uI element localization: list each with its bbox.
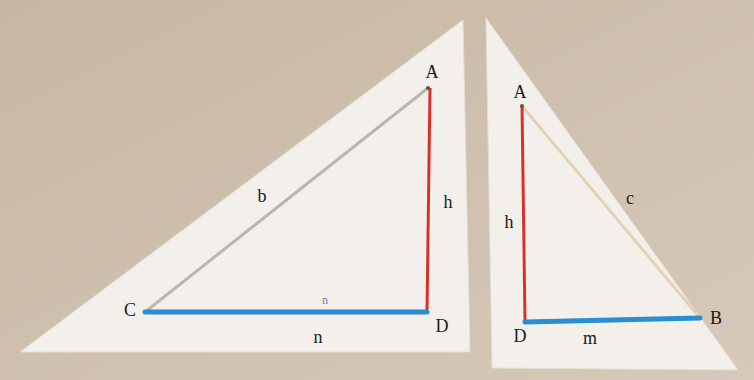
segment-n bbox=[145, 310, 427, 315]
vertex-label: D bbox=[514, 327, 527, 345]
side-label: c bbox=[626, 189, 634, 207]
vertex-dot bbox=[520, 104, 524, 108]
vertex-label: A bbox=[514, 83, 527, 101]
side-c bbox=[522, 106, 700, 318]
vertex-label: C bbox=[124, 301, 136, 319]
vertex-dot bbox=[426, 86, 430, 90]
side-b bbox=[145, 88, 428, 312]
segment-label: m bbox=[583, 329, 597, 347]
height-h bbox=[522, 106, 525, 322]
vertex-label: A bbox=[426, 63, 439, 81]
segment-m bbox=[525, 318, 700, 322]
paper-triangle-left bbox=[20, 20, 470, 352]
height-label: h bbox=[505, 213, 514, 231]
vertex-label: D bbox=[436, 317, 449, 335]
paper-triangle-right bbox=[486, 18, 738, 370]
segment-label: n bbox=[314, 328, 323, 346]
height-h bbox=[427, 88, 430, 312]
vertex-label: B bbox=[710, 309, 722, 327]
segment-label: n bbox=[322, 294, 328, 306]
side-label: b bbox=[258, 187, 267, 205]
height-label: h bbox=[444, 193, 453, 211]
